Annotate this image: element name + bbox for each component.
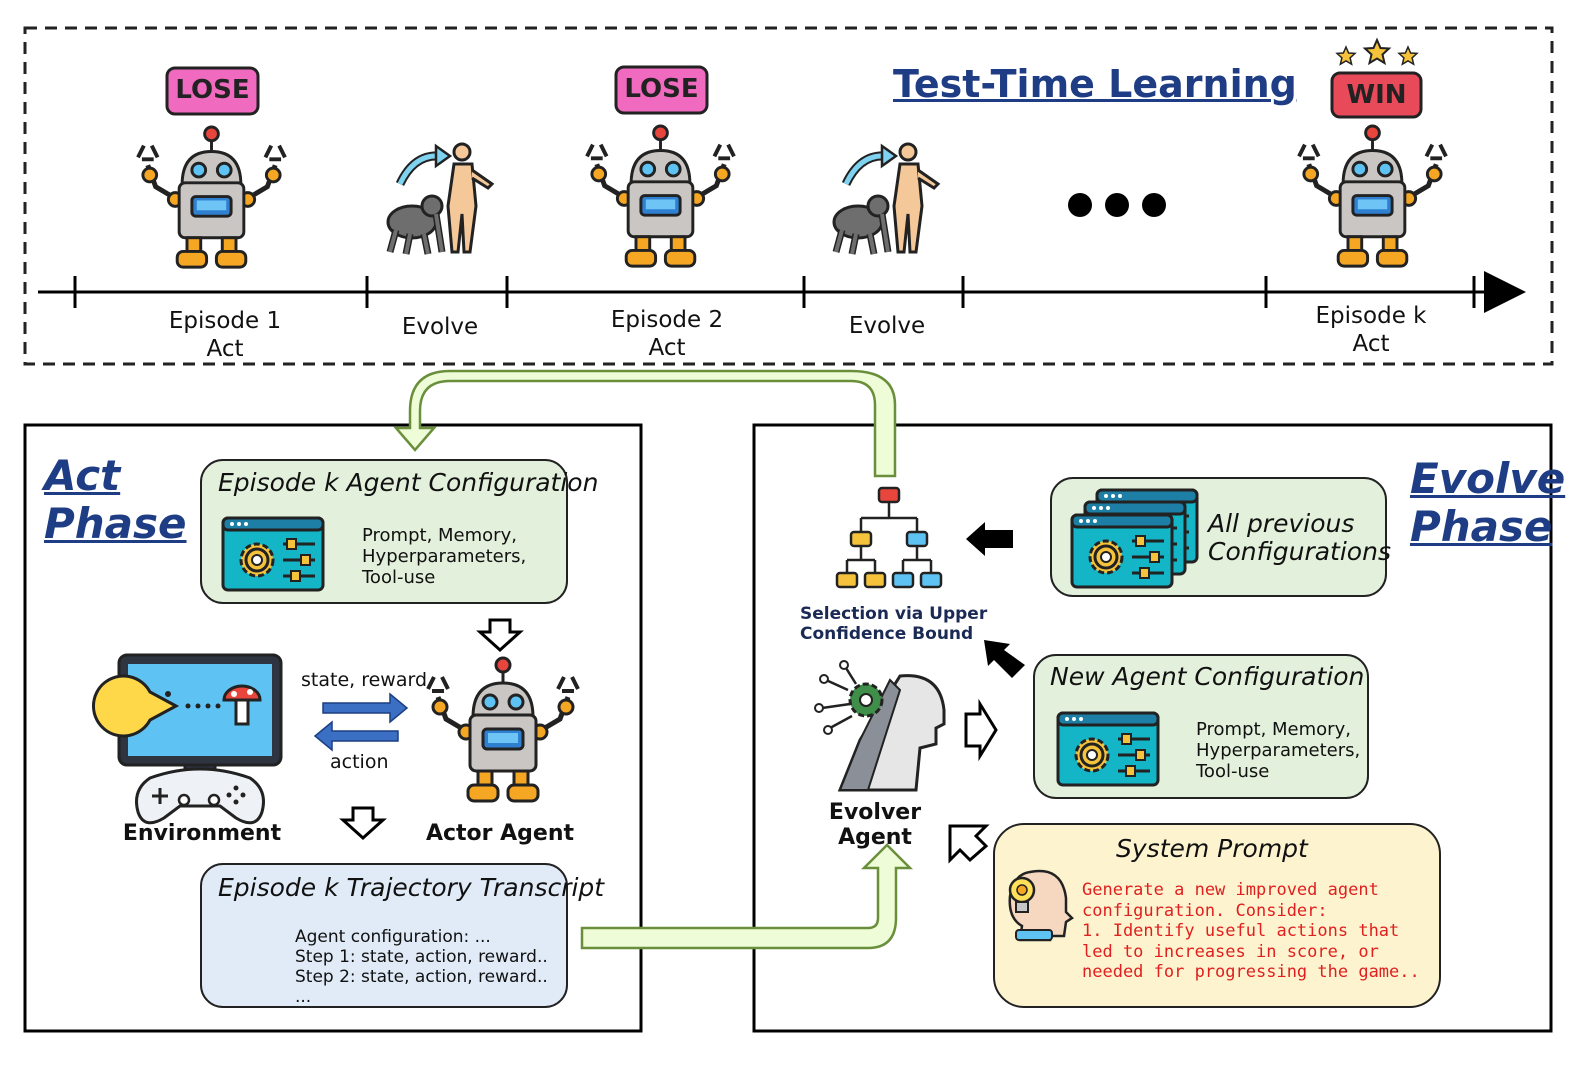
win-stars (1336, 39, 1418, 65)
evolver-agent-label: Evolver Agent (828, 800, 922, 850)
episode-label: Episode 1 (168, 308, 282, 334)
evolve-phase-title-line2: Phase (1410, 502, 1553, 551)
phase-label: Act (648, 335, 686, 361)
lose-badge-2 (614, 65, 709, 115)
win-badge-label: WIN (1346, 80, 1407, 110)
act-phase-title: Act Phase (44, 452, 187, 548)
system-prompt-text: Generate a new improved agent configurat… (1082, 880, 1420, 982)
lightbulb-head-icon (1008, 869, 1074, 942)
evolve-phase-panel (752, 423, 1553, 1033)
evolution-icon (388, 144, 492, 254)
phase-label: Act (1352, 331, 1390, 357)
lose-badge-label: LOSE (175, 75, 250, 105)
state-reward-arrow (322, 692, 409, 724)
phase-label: Evolve (401, 314, 479, 340)
timeline-label-episode-k: Episode k Act (1296, 302, 1446, 358)
evolve-phase-title: Evolve Phase (1410, 455, 1565, 551)
all-previous-title-line2: Configurations (1208, 537, 1391, 566)
ellipsis-dots (1068, 193, 1166, 217)
selection-label: Selection via Upper Confidence Bound (800, 604, 988, 644)
timeline-label-evolve-1: Evolve (365, 313, 515, 341)
arrow-prev-to-selection (966, 522, 1013, 556)
top-panel-border (23, 26, 1554, 366)
transcript-text: Agent configuration: ... Step 1: state, … (295, 927, 548, 1007)
robot-icon (1299, 126, 1446, 266)
state-reward-label: state, reward (301, 669, 428, 691)
arrow-evolver-to-new-config (964, 698, 998, 762)
game-monitor-icon (92, 653, 283, 779)
phase-label: Evolve (848, 313, 926, 339)
win-badge (1330, 71, 1423, 119)
new-config-text: Prompt, Memory, Hyperparameters, Tool-us… (1196, 719, 1361, 782)
robot-icon (138, 127, 285, 267)
act-config-text: Prompt, Memory, Hyperparameters, Tool-us… (362, 525, 527, 588)
act-config-title: Episode k Agent Configuration (218, 468, 599, 497)
robot-icon (428, 658, 578, 801)
timeline-label-evolve-2: Evolve (812, 312, 962, 340)
timeline-ticks (73, 276, 1476, 308)
ai-head-icon (814, 660, 946, 792)
config-panel-icon (221, 516, 325, 592)
all-previous-title-line1: All previous (1208, 509, 1355, 538)
actor-agent-label: Actor Agent (425, 821, 575, 846)
lose-badge-label: LOSE (624, 74, 699, 104)
environment-label: Environment (122, 821, 282, 846)
timeline-label-episode-2: Episode 2 Act (592, 306, 742, 362)
arrow-prompt-to-evolver (948, 824, 990, 864)
feedback-arrow-to-act (393, 369, 897, 478)
robot-icon (587, 126, 734, 266)
new-config-title: New Agent Configuration (1050, 662, 1365, 691)
arrow-to-transcript (341, 806, 385, 840)
gamepad-icon (135, 767, 265, 825)
act-phase-title-line2: Phase (44, 499, 187, 548)
arrow-config-to-actor (478, 618, 522, 652)
tree-hierarchy-icon (835, 486, 943, 589)
page-title: Test-Time Learning (893, 62, 1297, 106)
config-panel-icon (1070, 513, 1174, 589)
evolution-icon (834, 144, 938, 254)
transcript-card (200, 863, 568, 1008)
evolve-phase-title-line1: Evolve (1410, 454, 1566, 503)
episode-label: Episode k (1315, 303, 1427, 329)
act-phase-title-line1: Act (44, 451, 121, 500)
episode-label: Episode 2 (610, 307, 724, 333)
timeline-label-episode-1: Episode 1 Act (150, 307, 300, 363)
phase-label: Act (206, 336, 244, 362)
config-panel-icon (1056, 711, 1160, 787)
act-phase-panel (23, 423, 643, 1033)
system-prompt-title: System Prompt (1116, 834, 1308, 863)
lose-badge-1 (165, 66, 260, 116)
arrow-new-to-selection (984, 640, 1025, 678)
all-previous-title: All previous Configurations (1208, 510, 1391, 566)
action-arrow (313, 720, 399, 752)
system-prompt-card (993, 823, 1441, 1008)
transcript-arrow-to-evolver (580, 843, 914, 950)
transcript-title: Episode k Trajectory Transcript (218, 873, 605, 902)
action-label: action (330, 751, 389, 773)
